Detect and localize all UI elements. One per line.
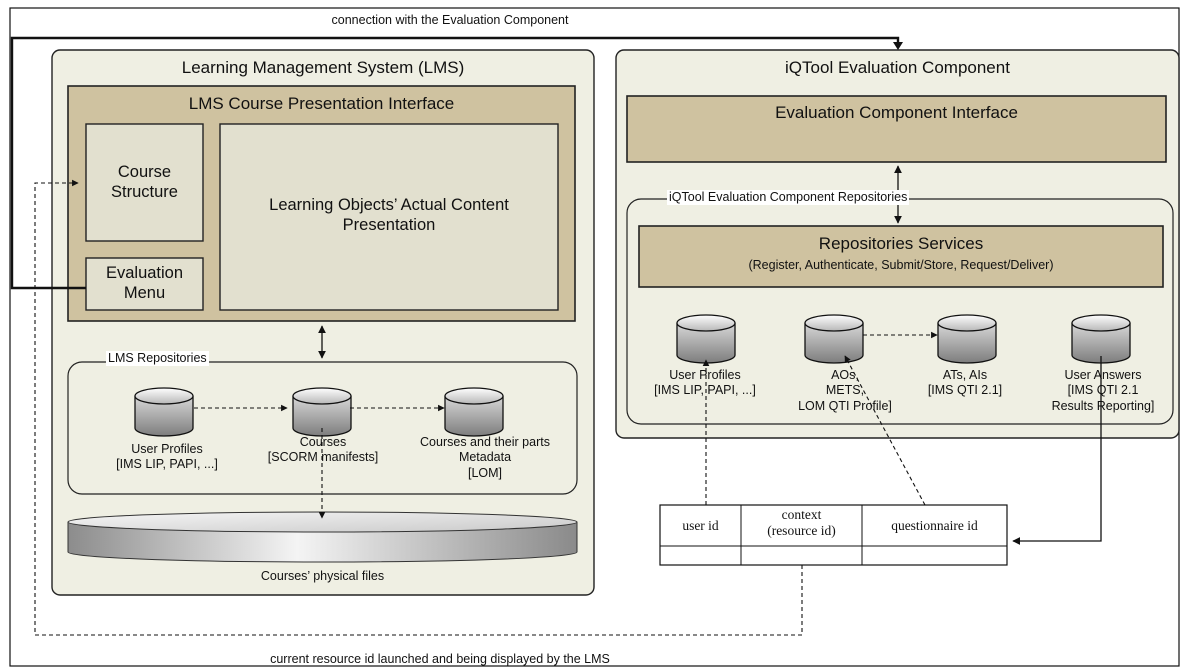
iq-user-profiles-label: User Profiles [IMS LIP, PAPI, ...]: [654, 368, 756, 398]
content-presentation-box: [219, 123, 559, 311]
repositories-services-subtitle: (Register, Authenticate, Submit/Store, R…: [748, 258, 1054, 272]
evaluation-component-interface-label: Evaluation Component Interface: [775, 103, 1018, 122]
course-structure-label: Course Structure: [111, 163, 178, 202]
aos-label: AOs, METS, LOM QTI Profile]: [798, 368, 892, 413]
course-structure-box: [85, 123, 204, 242]
content-presentation-label: Learning Objects’ Actual Content Present…: [269, 196, 509, 235]
lms-metadata-disk: [444, 387, 504, 437]
lms-title: Learning Management System (LMS): [181, 58, 465, 77]
top-connection-label: connection with the Evaluation Component: [331, 13, 569, 27]
user-answers-label: User Answers [IMS QTI 2.1 Results Report…: [1051, 368, 1155, 413]
iqtool-title: iQTool Evaluation Component: [785, 58, 1010, 77]
table-header-context: context (resource id): [767, 507, 836, 539]
ats-disk: [937, 314, 997, 364]
bottom-connection-label: current resource id launched and being d…: [270, 652, 610, 666]
evaluation-menu-box: [85, 257, 204, 311]
table-header-user-id: user id: [682, 518, 719, 533]
evaluation-menu-label: Evaluation Menu: [105, 264, 184, 303]
aos-disk: [804, 314, 864, 364]
answers-to-table-arrow: [1012, 356, 1102, 545]
connection-arrowhead: [893, 42, 903, 50]
iq-user-profiles-disk: [676, 314, 736, 364]
records-table: [659, 504, 1008, 566]
courses-metadata-label: Courses and their parts Metadata [LOM]: [420, 435, 550, 480]
repositories-services-title: Repositories Services: [818, 234, 984, 253]
ats-label: ATs, AIs [IMS QTI 2.1]: [927, 368, 1003, 398]
physical-files-label: Courses’ physical files: [260, 569, 385, 583]
lms-courses-disk: [292, 387, 352, 437]
questionnaire-to-aos-arrow: [844, 355, 926, 506]
iqtool-repositories-label: iQTool Evaluation Component Repositories: [667, 190, 910, 206]
lms-interface-title: LMS Course Presentation Interface: [188, 94, 455, 113]
physical-files-cylinder: [67, 511, 578, 563]
lms-user-profiles-disk: [134, 387, 194, 437]
lms-user-profiles-label: User Profiles [IMS LIP, PAPI, ...]: [116, 442, 218, 472]
repositories-services-box: [638, 225, 1164, 288]
lms-repositories-label: LMS Repositories: [106, 351, 209, 367]
table-header-questionnaire-id: questionnaire id: [891, 518, 978, 533]
courses-label: Courses [SCORM manifests]: [267, 435, 379, 465]
resource-id-loop-arrow: [34, 179, 803, 636]
user-answers-disk: [1071, 314, 1131, 364]
connection-line: [10, 36, 900, 290]
evaluation-component-interface-box: [626, 95, 1167, 163]
